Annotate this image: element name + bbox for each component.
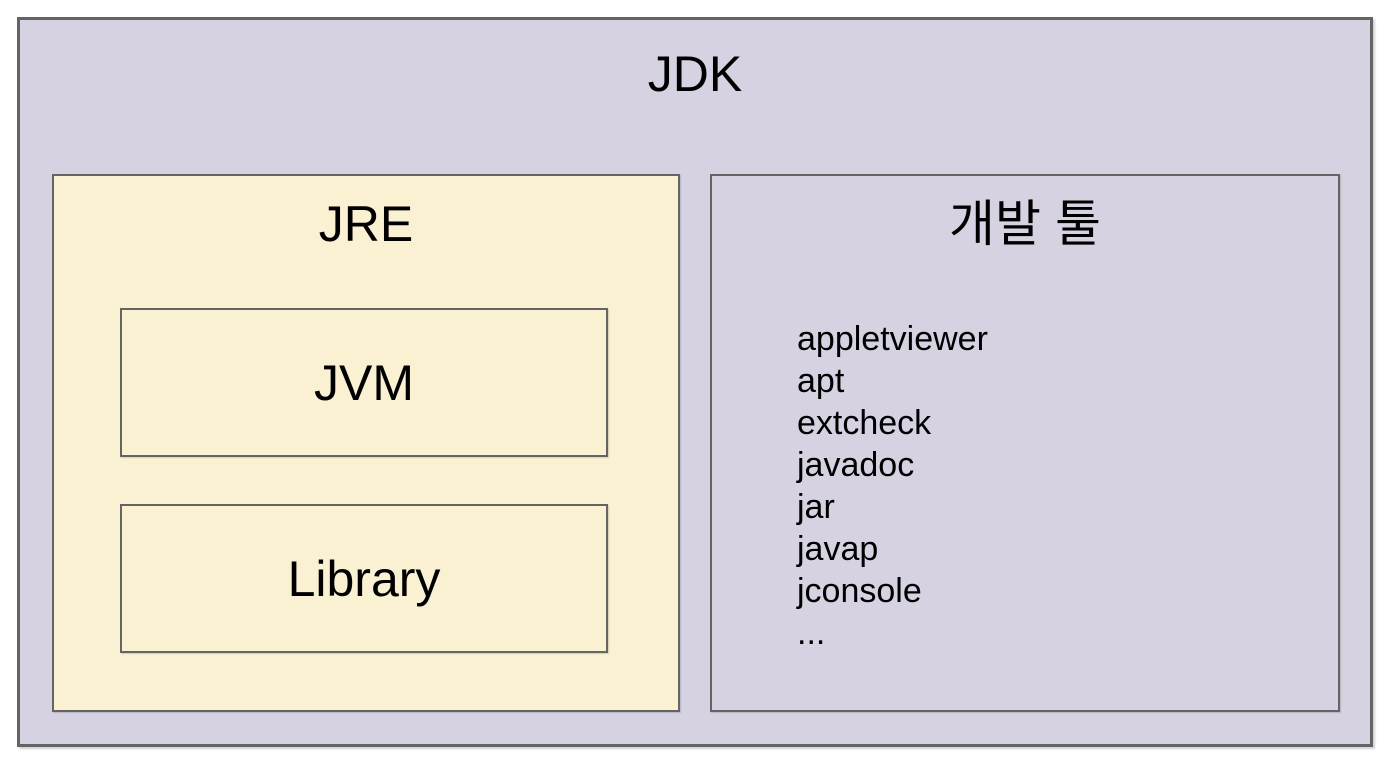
jre-title: JRE <box>318 196 414 252</box>
tool-item-jconsole: jconsole <box>797 572 922 610</box>
devtools-box: 개발 툴 appletviewer apt extcheck javadoc j… <box>710 174 1340 712</box>
tool-item-extcheck: extcheck <box>797 404 932 442</box>
tool-item-javap: javap <box>797 530 879 568</box>
jdk-title: JDK <box>647 46 743 102</box>
tool-item-apt: apt <box>797 362 845 400</box>
devtools-list: appletviewer apt extcheck javadoc jar ja… <box>797 318 988 654</box>
jre-box: JRE JVM Library <box>52 174 680 712</box>
library-label: Library <box>287 550 441 607</box>
library-box: Library <box>120 504 608 653</box>
jdk-box: JDK JRE JVM Library 개발 툴 appletviewer ap… <box>17 17 1373 747</box>
devtools-title: 개발 툴 <box>949 196 1101 252</box>
jvm-box: JVM <box>120 308 608 457</box>
jvm-label: JVM <box>314 354 414 411</box>
tool-item-jar: jar <box>797 488 835 526</box>
tool-item-ellipsis: ... <box>797 614 826 652</box>
tool-item-javadoc: javadoc <box>797 446 915 484</box>
tool-item-appletviewer: appletviewer <box>797 320 988 358</box>
